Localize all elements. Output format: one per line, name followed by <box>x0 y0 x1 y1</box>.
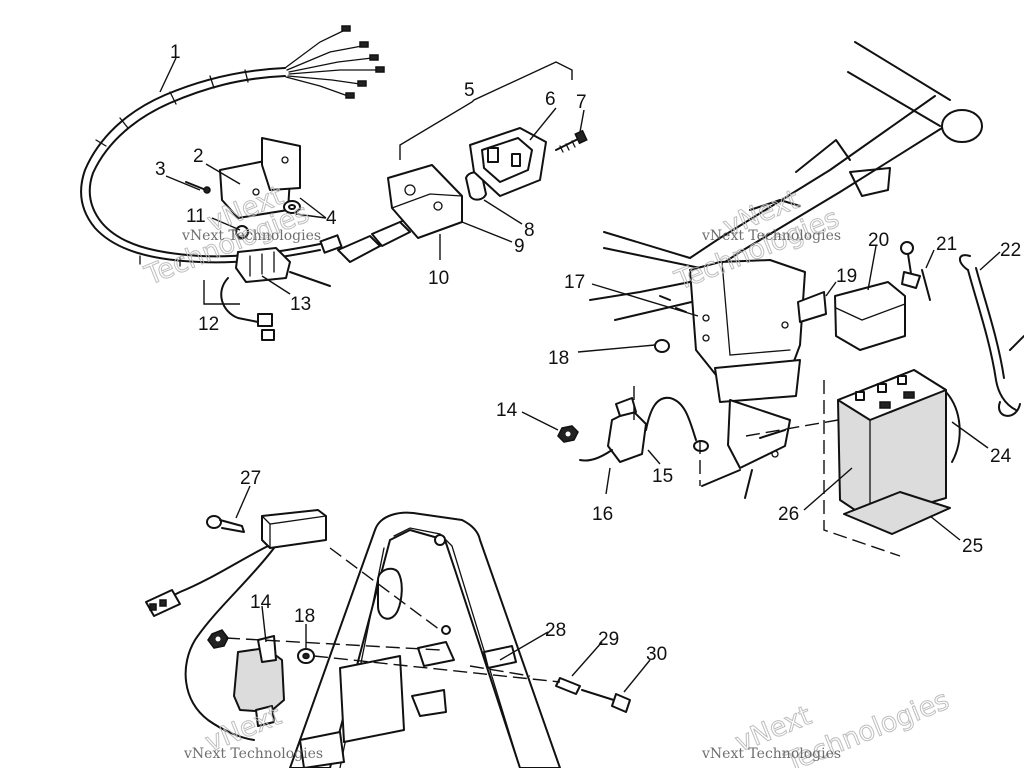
callout-5: 5 <box>464 80 475 101</box>
bolt-27 <box>206 515 245 533</box>
cdi-module-27 <box>145 509 327 741</box>
callout-15: 15 <box>652 466 673 487</box>
nut-14-upper <box>557 425 579 443</box>
taillight-bracket <box>219 137 301 219</box>
watermark-text: vNext Technologies <box>183 746 323 762</box>
washer-18-upper <box>654 339 670 353</box>
callout-20: 20 <box>868 230 889 251</box>
watermark-text: vNext Technologies <box>701 746 841 762</box>
pad-19 <box>797 291 827 323</box>
callout-13: 13 <box>290 294 311 315</box>
callout-18-upper: 18 <box>548 348 569 369</box>
callout-12: 12 <box>198 314 219 335</box>
battery-26 <box>837 369 947 521</box>
washer-18-lower <box>297 648 315 664</box>
leader-lines <box>159 57 1001 693</box>
callout-10: 10 <box>428 268 449 289</box>
callout-4: 4 <box>326 208 337 229</box>
callout-22: 22 <box>1000 240 1021 261</box>
callout-21: 21 <box>936 234 957 255</box>
bolt-30 <box>581 689 631 713</box>
bolt-21 <box>900 241 931 301</box>
callout-7: 7 <box>576 92 587 113</box>
battery-box-bracket <box>659 259 806 499</box>
callout-2: 2 <box>193 146 204 167</box>
callout-24: 24 <box>990 446 1012 467</box>
coil-15-upper <box>579 396 709 463</box>
grommet-4 <box>283 200 301 214</box>
mounting-plate-28 <box>289 511 561 768</box>
battery-pad-25 <box>843 491 951 535</box>
connector-12 <box>220 277 275 341</box>
callout-30: 30 <box>646 644 667 665</box>
nut-14-lower <box>207 629 229 649</box>
callout-11: 11 <box>186 206 206 227</box>
callout-29: 29 <box>598 629 619 650</box>
relay-13 <box>235 247 291 283</box>
callout-14-upper: 14 <box>496 400 518 421</box>
callout-25: 25 <box>962 536 983 557</box>
coil-lower <box>233 635 285 727</box>
callout-17: 17 <box>564 272 585 293</box>
callout-16: 16 <box>592 504 613 525</box>
lens-6 <box>469 127 547 197</box>
callout-9: 9 <box>514 236 525 257</box>
vent-tube-24 <box>945 391 961 463</box>
watermark-text: vNext Technologies <box>701 228 841 244</box>
spacer-29 <box>555 677 581 695</box>
taillight-socket <box>319 209 431 263</box>
callout-14-lower: 14 <box>250 592 272 613</box>
screw-3 <box>185 181 211 194</box>
battery-cover-20 <box>834 281 906 351</box>
callout-26: 26 <box>778 504 799 525</box>
screw-7 <box>555 129 588 153</box>
callout-6: 6 <box>545 89 556 110</box>
callout-labels: 1 2 3 4 5 6 7 8 9 10 11 12 13 14 15 16 1… <box>155 42 1021 665</box>
alignment-lines-upper <box>633 380 901 557</box>
callout-3: 3 <box>155 159 166 180</box>
hold-down-strap-22 <box>959 254 1024 417</box>
alignment-lines-lower <box>225 547 561 683</box>
callout-8: 8 <box>524 220 535 241</box>
watermark-text: vNext Technologies <box>181 228 321 244</box>
callout-28: 28 <box>545 620 566 641</box>
callout-1: 1 <box>170 42 181 63</box>
wiring-harness <box>80 25 385 267</box>
callout-27: 27 <box>240 468 261 489</box>
callout-18-lower: 18 <box>294 606 315 627</box>
callout-19: 19 <box>836 266 857 287</box>
